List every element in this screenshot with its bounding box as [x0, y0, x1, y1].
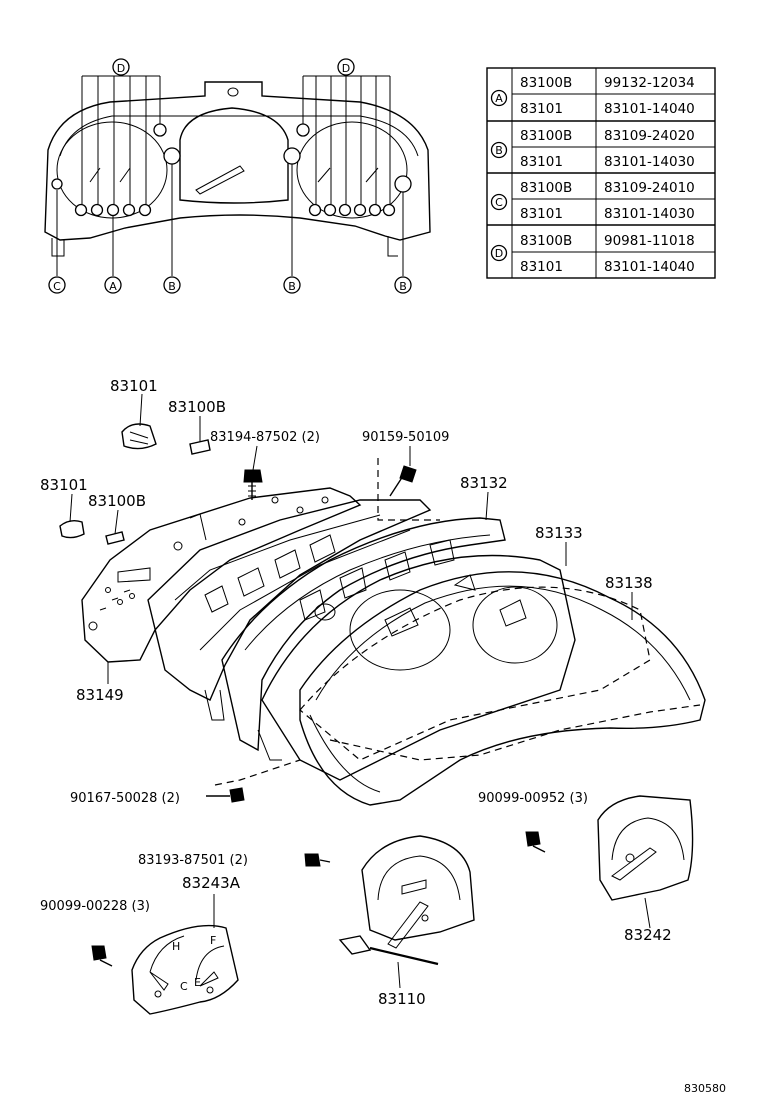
screw-83193 — [304, 853, 331, 867]
overview-marker-d-right: D — [342, 62, 350, 75]
label-83101-top: 83101 — [110, 377, 158, 395]
label-90167: 90167-50028 (2) — [70, 791, 180, 806]
label-83193: 83193-87501 (2) — [138, 853, 248, 868]
overview-marker-b1: B — [168, 280, 176, 293]
table-group-a: A — [495, 92, 503, 105]
label-83101-left: 83101 — [40, 476, 88, 494]
table-number: 83109-24020 — [604, 128, 695, 144]
screw-83194 — [243, 469, 263, 500]
label-90099-228: 90099-00228 (3) — [40, 899, 150, 914]
overview-marker-c: C — [53, 280, 61, 293]
table-part: 83101 — [520, 259, 563, 275]
label-83100b-left: 83100B — [88, 492, 146, 510]
table-number: 83101-14030 — [604, 206, 695, 222]
bulb-part-table: A B C D 83100B 99132-12034 83101 83101-1… — [486, 67, 716, 279]
table-part: 83101 — [520, 101, 563, 117]
table-part: 83100B — [520, 128, 572, 144]
table-group-c: C — [495, 196, 503, 209]
table-part: 83100B — [520, 75, 572, 91]
overview-marker-a: A — [109, 280, 117, 293]
overview-marker-b3: B — [399, 280, 407, 293]
table-part: 83100B — [520, 180, 572, 196]
screw-90099-228 — [91, 945, 113, 967]
label-83133: 83133 — [535, 524, 583, 542]
label-83242: 83242 — [624, 926, 672, 944]
fuel-gauge-label-c: C — [180, 980, 188, 993]
tachometer-dial-83242 — [597, 795, 694, 901]
fuel-gauge-label-e: E — [194, 976, 201, 989]
label-83194: 83194-87502 (2) — [210, 430, 320, 445]
label-83132: 83132 — [460, 474, 508, 492]
table-number: 83101-14030 — [604, 154, 695, 170]
speedometer-83110 — [338, 835, 475, 966]
overview-marker-d-left: D — [117, 62, 125, 75]
table-number: 83109-24010 — [604, 180, 695, 196]
table-number: 83101-14040 — [604, 101, 695, 117]
table-number: 99132-12034 — [604, 75, 695, 91]
label-83243a: 83243A — [182, 874, 241, 892]
fuel-gauge-label-h: H — [172, 940, 180, 953]
table-group-d: D — [495, 247, 503, 260]
fuel-temp-dial-83243a: H F C E — [131, 924, 239, 1015]
exploded-view: H F C E — [59, 393, 706, 1015]
screw-90159 — [389, 465, 417, 497]
label-90159: 90159-50109 — [362, 430, 449, 445]
label-83138: 83138 — [605, 574, 653, 592]
part-labels: 83101 83100B 83194-87502 (2) 90159-50109… — [40, 377, 726, 1095]
table-part: 83101 — [520, 154, 563, 170]
overview-marker-b2: B — [288, 280, 296, 293]
label-90099-952: 90099-00952 (3) — [478, 791, 588, 806]
screw-90167 — [206, 787, 245, 803]
footer-code: 830580 — [684, 1082, 726, 1095]
table-part: 83100B — [520, 233, 572, 249]
table-number: 83101-14040 — [604, 259, 695, 275]
label-83100b-top: 83100B — [168, 398, 226, 416]
screw-90099-952 — [525, 831, 546, 853]
fuel-gauge-label-f: F — [210, 934, 216, 947]
label-83149: 83149 — [76, 686, 124, 704]
cluster-overview: D D C A B B B — [44, 58, 431, 294]
label-83110: 83110 — [378, 990, 426, 1008]
table-group-b: B — [495, 144, 503, 157]
table-number: 90981-11018 — [604, 233, 695, 249]
table-part: 83101 — [520, 206, 563, 222]
